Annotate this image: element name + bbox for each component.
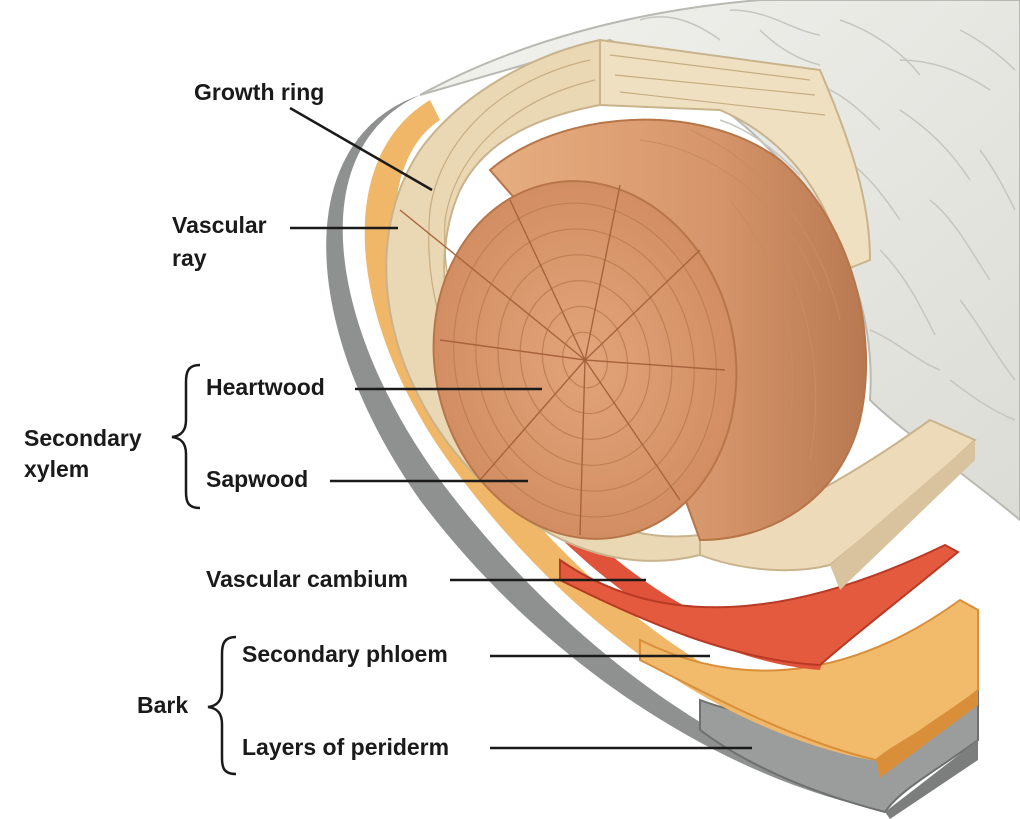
- label-layers-of-periderm: Layers of periderm: [242, 734, 449, 761]
- label-vascular-ray-line1: Vascular: [172, 212, 267, 239]
- label-secondary-xylem-line2: xylem: [24, 456, 89, 483]
- label-growth-ring: Growth ring: [194, 79, 324, 106]
- label-secondary-xylem-line1: Secondary: [24, 425, 142, 452]
- label-vascular-cambium: Vascular cambium: [206, 566, 408, 593]
- label-heartwood: Heartwood: [206, 374, 325, 401]
- label-sapwood: Sapwood: [206, 466, 308, 493]
- label-vascular-ray-line2: ray: [172, 245, 207, 272]
- label-secondary-phloem: Secondary phloem: [242, 641, 448, 668]
- label-bark: Bark: [137, 692, 188, 719]
- secondary-xylem-brace: [172, 365, 200, 508]
- bark-brace: [208, 637, 236, 774]
